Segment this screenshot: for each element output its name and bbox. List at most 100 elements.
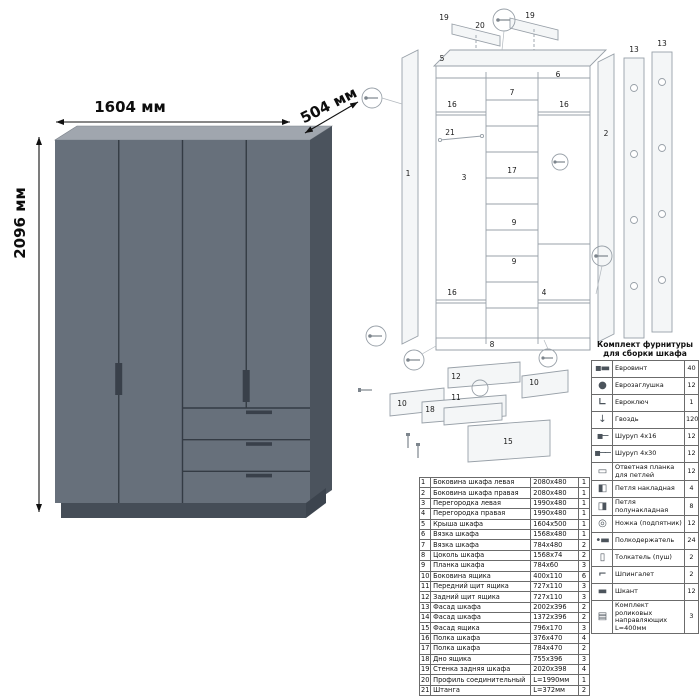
- hardware-table-row: Шпингалет 2: [591, 566, 699, 585]
- hinge-circle: [658, 210, 666, 218]
- hardware-name: Шкант: [612, 583, 685, 602]
- part-qty: 2: [577, 539, 591, 551]
- part-number-callout: 9: [512, 257, 517, 266]
- part-qty: 1: [577, 674, 591, 686]
- hardware-qty: 2: [684, 566, 699, 585]
- part-size: 784х480: [530, 539, 579, 551]
- part-qty: 3: [577, 560, 591, 572]
- part-qty: 1: [577, 508, 591, 520]
- part-name: Профиль соединительный: [430, 674, 532, 686]
- part-size: L=1990мм: [530, 674, 579, 686]
- part-qty: 4: [577, 632, 591, 645]
- parts-table-row: 5 Крыша шкафа 1604х500 1: [418, 518, 591, 530]
- hardware-table-row: Гвоздь 120: [591, 411, 699, 430]
- door-handle: [242, 370, 250, 402]
- hardware-name: Шуруп 4х30: [612, 445, 685, 464]
- part-number-callout: 15: [503, 437, 513, 446]
- part-name: Передний щит ящика: [430, 580, 532, 593]
- side-panel-left: [401, 49, 419, 345]
- part-number: 10: [418, 570, 432, 582]
- hardware-qty: 120: [684, 411, 699, 430]
- hardware-icon: [595, 362, 609, 376]
- hinge-circle: [658, 276, 666, 284]
- part-number-callout: 10: [397, 399, 407, 408]
- detail-callout-circle: [538, 339, 558, 368]
- part-number-callout: 7: [510, 88, 515, 97]
- part-qty: 3: [577, 591, 591, 603]
- hardware-name: Евровинт: [612, 360, 685, 379]
- part-number: 19: [418, 664, 432, 676]
- parts-table-row: 9 Планка шкафа 784х60 3: [418, 560, 591, 572]
- parts-table-row: 21 Штанга L=372мм 2: [418, 684, 591, 697]
- depth-dimension-label: 504 мм: [297, 83, 360, 127]
- part-qty: 2: [577, 601, 591, 614]
- part-number-callout: 10: [529, 378, 539, 387]
- part-name: Вязка шкафа: [430, 539, 532, 551]
- detail-callout-circle: [365, 325, 387, 347]
- drawer-side-panel: [521, 369, 569, 399]
- part-number-callout: 13: [629, 45, 639, 54]
- hardware-kit-title: Комплект фурнитуры для сборки шкафа: [591, 340, 699, 358]
- part-number-callout: 17: [507, 166, 517, 175]
- hardware-name: Еврозаглушка: [612, 377, 685, 396]
- hardware-qty: 3: [684, 600, 699, 634]
- part-number: 5: [418, 518, 432, 530]
- part-size: 1604х500: [530, 518, 579, 530]
- drawer-front-inner-panel: [443, 402, 503, 426]
- hinge-circle: [630, 150, 638, 158]
- part-name: Полка шкафа: [430, 632, 532, 645]
- part-size: 796х170: [530, 622, 579, 634]
- part-number-callout: 9: [512, 218, 517, 227]
- part-qty: 6: [577, 570, 591, 582]
- hardware-qty: 2: [684, 549, 699, 568]
- part-number-callout: 16: [447, 100, 457, 109]
- part-size: 400х110: [530, 570, 579, 582]
- part-number-callout: 21: [445, 128, 455, 137]
- detail-callout-circle: [492, 8, 516, 51]
- part-number-callout: 3: [462, 173, 467, 182]
- part-number: 2: [418, 487, 432, 499]
- hardware-qty: 8: [684, 497, 699, 517]
- door-handle: [115, 363, 123, 395]
- height-dimension-label: 2096 мм: [11, 187, 29, 259]
- parts-table-row: 2 Боковина шкафа правая 2080х480 1: [418, 487, 591, 499]
- hardware-qty: 12: [684, 445, 699, 464]
- parts-table-row: 16 Полка шкафа 376х470 4: [418, 632, 591, 645]
- part-number-callout: 11: [451, 393, 461, 402]
- hinge-circle: [630, 84, 638, 92]
- parts-table-row: 6 Вязка шкафа 1568х480 1: [418, 528, 591, 541]
- part-qty: 2: [577, 549, 591, 562]
- part-size: 2080х480: [530, 476, 579, 489]
- hardware-kit-title-line2: для сборки шкафа: [603, 349, 687, 359]
- part-number: 16: [418, 632, 432, 645]
- back-panels: [451, 17, 559, 50]
- hardware-table-row: Петля накладная 4: [591, 480, 699, 499]
- hardware-name: Петля полунакладная: [612, 497, 685, 517]
- part-qty: 1: [577, 497, 591, 510]
- part-number: 11: [418, 580, 432, 593]
- part-number-callout: 8: [490, 340, 495, 349]
- hardware-qty: 12: [684, 515, 699, 534]
- part-number: 14: [418, 612, 432, 624]
- parts-table-row: 7 Вязка шкафа 784х480 2: [418, 539, 591, 551]
- part-number: 18: [418, 653, 432, 666]
- part-number: 3: [418, 497, 432, 510]
- part-qty: 3: [577, 580, 591, 593]
- part-name: Фасад шкафа: [430, 612, 532, 624]
- part-size: 755х396: [530, 653, 579, 666]
- part-number-callout: 13: [657, 39, 667, 48]
- hardware-name: Евроключ: [612, 394, 685, 413]
- drawer-fascia-panel: [467, 419, 551, 463]
- hardware-qty: 40: [684, 360, 699, 379]
- hardware-qty: 1: [684, 394, 699, 413]
- part-number-callout: 1: [406, 169, 411, 178]
- parts-table-row: 8 Цоколь шкафа 1568х74 2: [418, 549, 591, 562]
- parts-table-row: 17 Полка шкафа 784х470 2: [418, 643, 591, 655]
- depth-arrow: [304, 101, 359, 134]
- part-name: Перегородка правая: [430, 508, 532, 520]
- hardware-table-row: Шуруп 4х16 12: [591, 428, 699, 447]
- parts-table-row: 20 Профиль соединительный L=1990мм 1: [418, 674, 591, 686]
- hardware-qty: 12: [684, 462, 699, 482]
- part-size: 784х60: [530, 560, 579, 572]
